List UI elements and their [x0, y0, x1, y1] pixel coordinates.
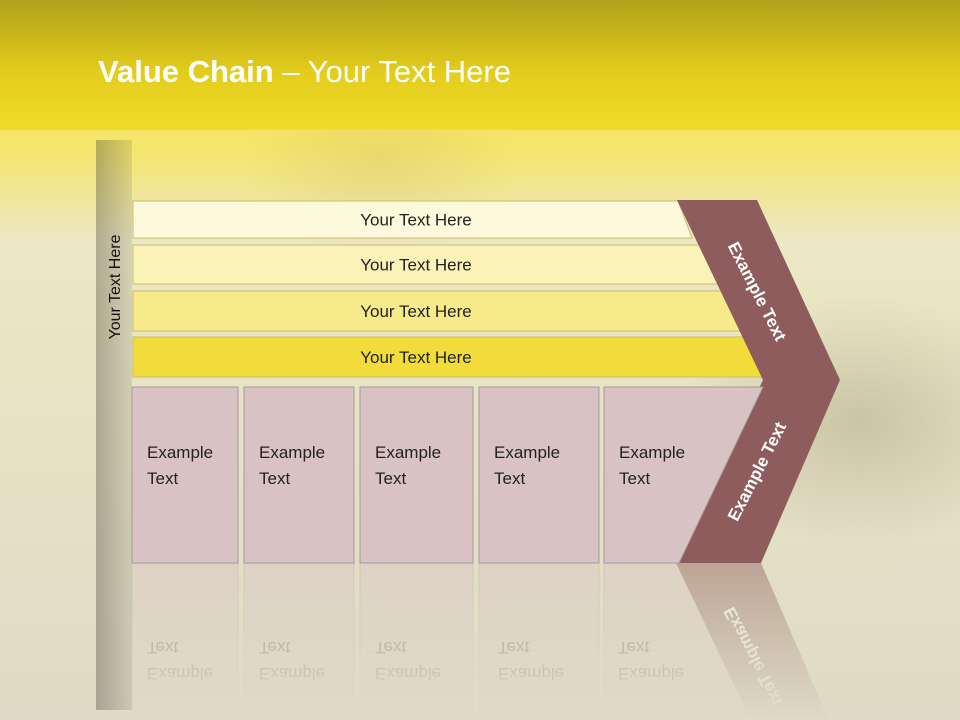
diagram-reflection: Example Text Example Text Example Text Exam…	[131, 562, 829, 720]
chain-bar-label-4: Your Text Here	[360, 348, 472, 367]
activity-box-1	[131, 386, 239, 564]
title-rest: – Your Text Here	[273, 54, 511, 89]
svg-text:Text: Text	[147, 638, 178, 657]
chain-bar-label-2: Your Text Here	[360, 256, 472, 275]
slide-title: Value Chain – Your Text Here	[98, 54, 511, 90]
background-photo-rack	[96, 140, 132, 710]
activity-box-1-line1: Example	[147, 443, 213, 462]
svg-text:Example: Example	[375, 664, 441, 683]
svg-text:Example: Example	[498, 664, 564, 683]
title-band	[0, 0, 960, 130]
activity-box-4-line2: Text	[494, 469, 525, 488]
activity-box-1-line2: Text	[147, 469, 178, 488]
activity-box-3	[359, 386, 474, 564]
svg-text:Text: Text	[259, 638, 290, 657]
svg-text:Text: Text	[618, 638, 649, 657]
activity-box-3-line2: Text	[375, 469, 406, 488]
activity-box-5	[603, 386, 764, 564]
activity-box-3-line1: Example	[375, 443, 441, 462]
chain-bar-1	[132, 200, 693, 239]
activity-box-4-line1: Example	[494, 443, 560, 462]
svg-text:Example: Example	[618, 664, 684, 683]
activity-box-5-line2: Text	[619, 469, 650, 488]
chain-bar-label-1: Your Text Here	[360, 211, 472, 230]
chevron-upper	[677, 200, 840, 380]
activity-box-4	[478, 386, 600, 564]
svg-text:Text: Text	[375, 638, 406, 657]
title-bold: Value Chain	[98, 54, 274, 89]
activity-box-5-line1: Example	[619, 443, 685, 462]
activity-box-2-line1: Example	[259, 443, 325, 462]
activity-box-2-line2: Text	[259, 469, 290, 488]
svg-text:Example: Example	[259, 664, 325, 683]
chevron-lower	[676, 380, 840, 563]
activity-box-2	[243, 386, 355, 564]
chain-bar-label-3: Your Text Here	[360, 302, 472, 321]
svg-text:Example: Example	[147, 664, 213, 683]
svg-text:Text: Text	[498, 638, 529, 657]
